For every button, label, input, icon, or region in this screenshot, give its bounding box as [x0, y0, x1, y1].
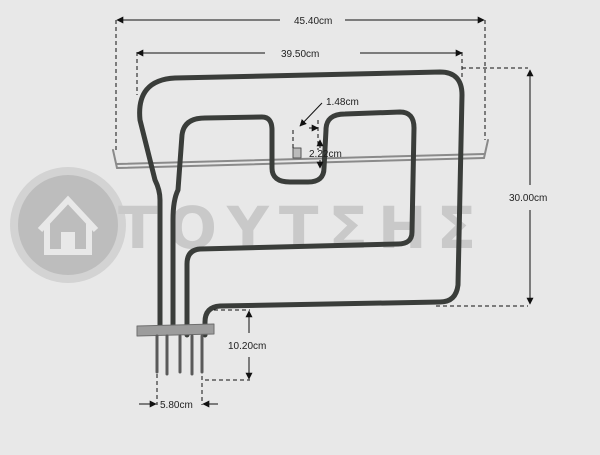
house-icon — [10, 167, 126, 283]
height-label: 30.00cm — [509, 193, 547, 204]
terminal-spacing-label: 5.80cm — [160, 400, 193, 411]
heating-element — [112, 69, 489, 376]
element-width-label: 39.50cm — [281, 49, 319, 60]
watermark-brand: ΤΟΥΤΣΗΣ — [118, 194, 486, 262]
overall-width-label: 45.40cm — [294, 16, 332, 27]
watermark: ΤΟΥΤΣΗΣ — [10, 167, 486, 283]
dimension-lines — [115, 16, 534, 408]
slot-depth-label: 2.22cm — [309, 149, 342, 160]
slot-width-label: 1.48cm — [326, 97, 359, 108]
terminal-length-label: 10.20cm — [228, 341, 266, 352]
